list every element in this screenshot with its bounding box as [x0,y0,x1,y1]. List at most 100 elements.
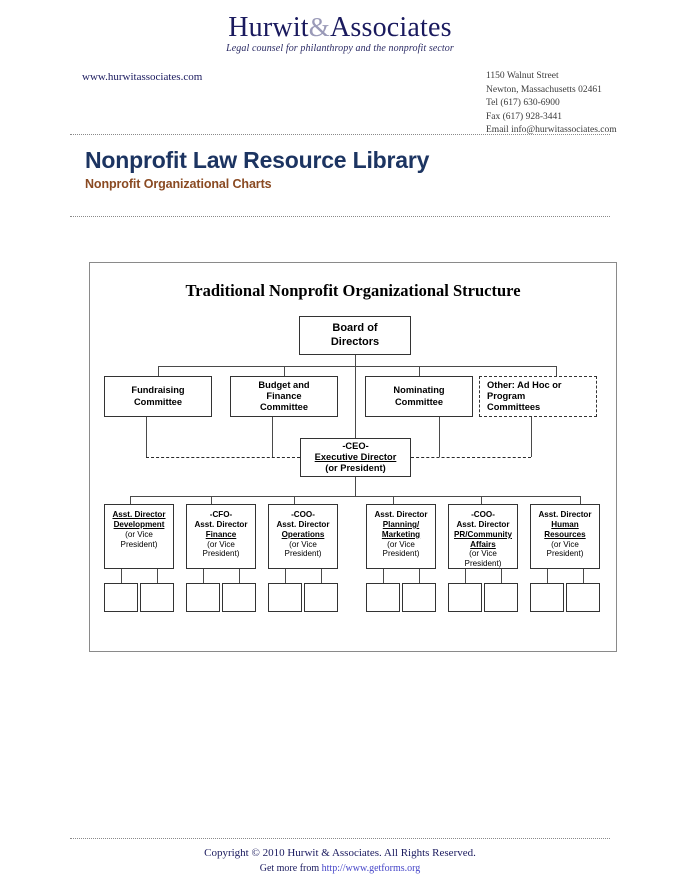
budget-line-1: Budget and [258,379,310,390]
connector-advisory-bus-right [411,457,531,458]
dept-2-unit: Finance [205,529,237,539]
brand-first: Hurwit [228,12,309,43]
connector-leaf-stub [157,569,158,583]
nominating-line-1: Nominating [393,385,445,396]
node-coo-pr-community-affairs[interactable]: -COO- Asst. Director PR/Community Affair… [448,504,518,569]
node-nominating-committee[interactable]: Nominating Committee [365,376,473,417]
dept-5-alt: (or Vice President) [464,549,502,569]
connector-advisory-bus-left [146,457,300,458]
dept-5-title: Asst. Director [456,519,510,529]
leaf-box[interactable] [304,583,338,612]
node-asst-director-human-resources[interactable]: Asst. Director Human Resources (or Vice … [530,504,600,569]
leaf-box[interactable] [448,583,482,612]
node-other-committees[interactable]: Other: Ad Hoc or Program Committees [479,376,597,417]
other-line-1: Other: Ad Hoc or [487,379,562,390]
dept-3-unit: Operations [281,529,325,539]
connector-leaf-stub [285,569,286,583]
connector-leaf-stub [121,569,122,583]
dept-6-unit: Human Resources [544,519,586,539]
dept-2-title: Asst. Director [194,519,248,529]
contact-row: www.hurwitassociates.com 1150 Walnut Str… [0,66,680,135]
node-fundraising-committee[interactable]: Fundraising Committee [104,376,212,417]
fundraising-line-2: Committee [133,396,183,407]
connector-board-stem [355,355,356,366]
connector-committee-bus [158,366,556,367]
budget-line-3: Committee [259,402,309,413]
connector-leaf-stub [583,569,584,583]
connector-drop-dept-2 [211,496,212,504]
dept-2-alt: (or Vice President) [202,539,240,559]
exec-line-3: (or President) [325,463,386,474]
other-line-2: Program [487,390,526,401]
dept-3-prefix: -COO- [291,510,315,519]
divider-top [70,134,610,136]
exec-line-2: Executive Director [314,451,397,462]
connector-leaf-stub [203,569,204,583]
node-budget-finance-committee[interactable]: Budget and Finance Committee [230,376,338,417]
connector-drop-dept-1 [130,496,131,504]
connector-budget-down [272,417,273,457]
leaf-box[interactable] [186,583,220,612]
leaf-box[interactable] [566,583,600,612]
budget-line-2: Finance [266,390,302,401]
dept-5-prefix: -COO- [471,510,495,519]
leaf-box[interactable] [222,583,256,612]
node-asst-director-development[interactable]: Asst. Director Development (or Vice Pres… [104,504,174,569]
dept-6-alt: (or Vice President) [546,539,584,559]
exec-line-1: -CEO- [342,440,369,451]
copyright-text: Copyright © 2010 Hurwit & Associates. Al… [204,847,476,859]
brand-tagline: Legal counsel for philanthropy and the n… [226,43,454,55]
website-link[interactable]: www.hurwitassociates.com [82,71,203,84]
dept-2-prefix: -CFO- [209,510,233,519]
connector-leaf-stub [383,569,384,583]
leaf-box[interactable] [484,583,518,612]
connector-drop-dept-4 [393,496,394,504]
footer: Copyright © 2010 Hurwit & Associates. Al… [0,846,680,876]
letterhead-logo: Hurwit&Associates Legal counsel for phil… [0,0,680,55]
connector-other-down [531,417,532,457]
leaf-box[interactable] [402,583,436,612]
get-more-prefix: Get more from [259,862,322,874]
node-cfo-finance[interactable]: -CFO- Asst. Director Finance (or Vice Pr… [186,504,256,569]
getforms-link[interactable]: http://www.getforms.org [321,862,421,874]
connector-drop-dept-5 [481,496,482,504]
footer-divider [70,838,610,839]
address-line: 1150 Walnut Street [486,71,559,82]
node-asst-director-planning-marketing[interactable]: Asst. Director Planning/ Marketing (or V… [366,504,436,569]
dept-6-title: Asst. Director [538,510,592,519]
dept-3-title: Asst. Director [276,519,330,529]
dept-4-title: Asst. Director [374,510,428,519]
get-more-line: Get more from http://www.getforms.org [0,862,680,877]
chart-title: Traditional Nonprofit Organizational Str… [185,281,521,300]
address-line: Tel (617) 630-6900 [486,98,560,109]
leaf-box[interactable] [366,583,400,612]
dept-1-unit: Development [113,519,165,529]
board-line-2: Directors [330,335,380,348]
connector-leaf-stub [419,569,420,583]
node-board-of-directors[interactable]: Board of Directors [299,316,411,355]
other-line-3: Committees [487,402,541,413]
node-executive-director[interactable]: -CEO- Executive Director (or President) [300,438,411,477]
nominating-line-2: Committee [394,396,444,407]
connector-leaf-stub [321,569,322,583]
leaf-box[interactable] [104,583,138,612]
leaf-box[interactable] [530,583,564,612]
leaf-box[interactable] [140,583,174,612]
connector-drop-dept-6 [580,496,581,504]
connector-fundraising-down [146,417,147,457]
leaf-box[interactable] [268,583,302,612]
divider-bottom [70,215,610,217]
connector-drop-dept-3 [294,496,295,504]
dept-1-title: Asst. Director [112,510,166,519]
board-line-1: Board of [332,322,378,335]
connector-leaf-stub [501,569,502,583]
node-coo-operations[interactable]: -COO- Asst. Director Operations (or Vice… [268,504,338,569]
dept-1-alt: (or Vice President) [120,529,158,549]
connector-nominating-down [439,417,440,457]
page-title-sub: Nonprofit Organizational Charts [85,176,272,191]
connector-department-bus [130,496,580,497]
brand-last: Associates [329,12,452,43]
dept-3-alt: (or Vice President) [284,539,322,559]
page-title-main: Nonprofit Law Resource Library [85,147,430,174]
connector-leaf-stub [239,569,240,583]
